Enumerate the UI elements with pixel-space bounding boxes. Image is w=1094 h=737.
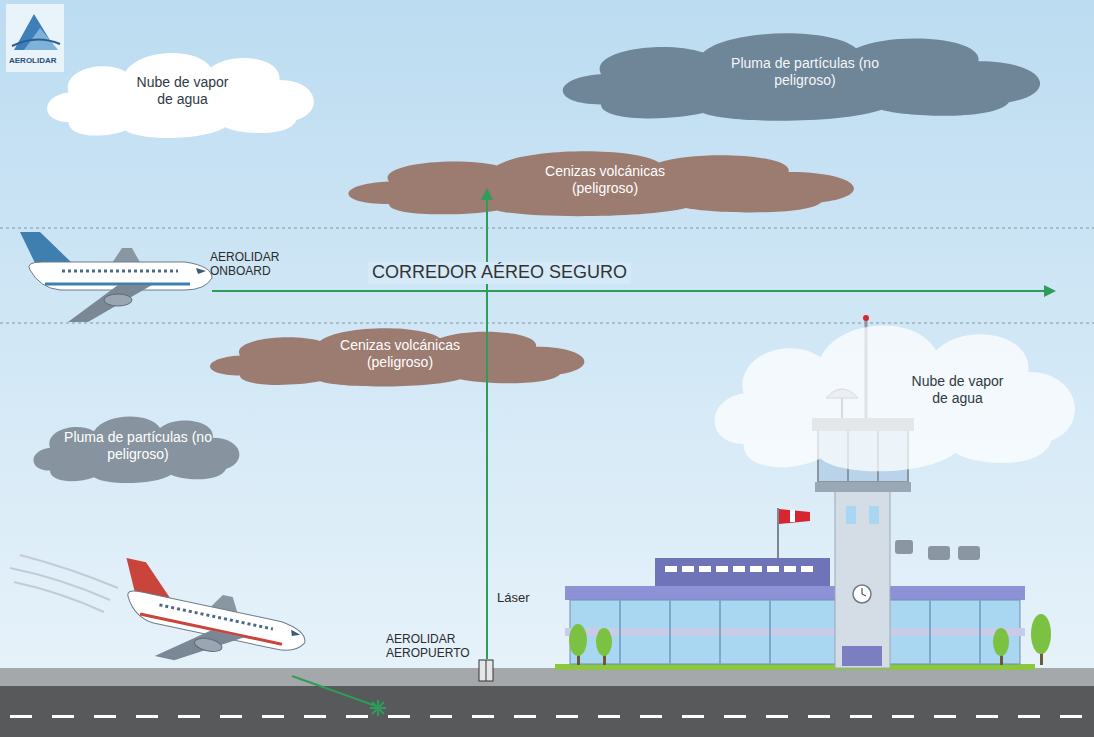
cloud-label: Nube de vapor de agua bbox=[903, 373, 1013, 407]
laser-label: Láser bbox=[497, 590, 530, 606]
cloud-label: Cenizas volcánicas (peligroso) bbox=[325, 337, 475, 371]
ash-cloud: Cenizas volcánicas (peligroso) bbox=[200, 318, 600, 390]
ash-cloud: Cenizas volcánicas (peligroso) bbox=[335, 140, 875, 220]
particle-plume: Pluma de partículas (no peligroso) bbox=[550, 18, 1060, 126]
cloud-label: Nube de vapor de agua bbox=[128, 74, 238, 108]
instrument-label: AEROLIDAR AEROPUERTO bbox=[386, 632, 476, 661]
cloud-label: Cenizas volcánicas (peligroso) bbox=[530, 163, 680, 197]
vapor-cloud: Nube de vapor de agua bbox=[40, 38, 325, 143]
corridor-label: CORREDOR AÉREO SEGURO bbox=[368, 262, 631, 284]
instrument-label: AEROLIDAR ONBOARD bbox=[210, 250, 292, 279]
particle-plume: Pluma de partículas (no peligroso) bbox=[28, 405, 248, 487]
cloud-label: Pluma de partículas (no peligroso) bbox=[730, 55, 880, 89]
cloud-label: Pluma de partículas (no peligroso) bbox=[63, 429, 213, 463]
laser-beam bbox=[486, 190, 488, 659]
logo-text: AEROLIDAR bbox=[9, 56, 65, 66]
corridor-arrow bbox=[212, 290, 1054, 292]
cloud-shape bbox=[705, 300, 1090, 480]
vapor-cloud: Nube de vapor de agua bbox=[705, 300, 1090, 480]
